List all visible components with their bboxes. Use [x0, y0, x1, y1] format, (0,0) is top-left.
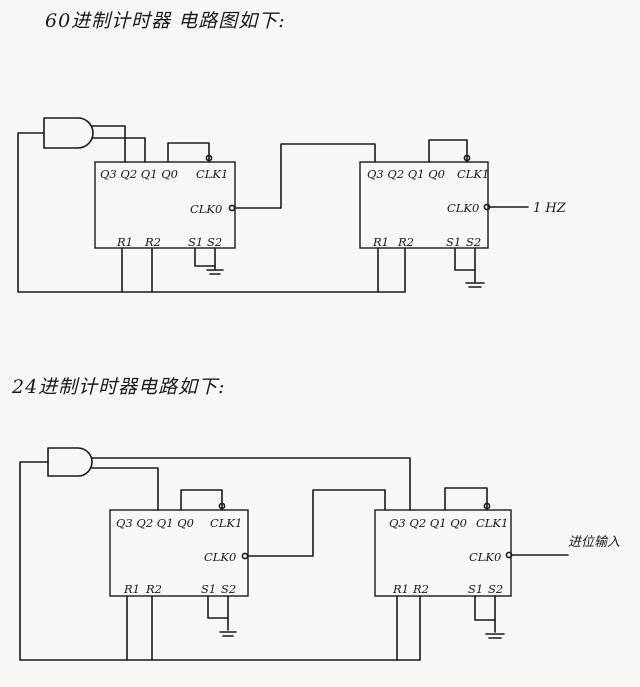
- chip24h-r2-label: R2: [145, 582, 162, 596]
- counter24-title: 24进制计时器电路如下:: [12, 376, 226, 398]
- chip60l-q-labels: Q3 Q2 Q1 Q0: [367, 167, 445, 181]
- chip60l-s1-label: S1: [446, 235, 461, 249]
- counter60-high-chip: [94, 161, 236, 249]
- chip60h-r2-label: R2: [144, 235, 161, 249]
- chip60h-s1-label: S1: [188, 235, 203, 249]
- chip24h-clk1-label: CLK1: [210, 516, 242, 530]
- chip60h-clk0-label: CLK0: [190, 202, 222, 216]
- and-gate-60: [43, 117, 94, 149]
- chip60h-clk1-label: CLK1: [196, 167, 228, 181]
- chip24l-s1-label: S1: [468, 582, 483, 596]
- chip24l-s2-label: S2: [488, 582, 503, 596]
- chip60l-r2-label: R2: [397, 235, 414, 249]
- counter24-high-chip: [109, 509, 249, 597]
- chip60l-s2-label: S2: [466, 235, 481, 249]
- chip24l-r2-label: R2: [412, 582, 429, 596]
- chip60l-r1-label: R1: [372, 235, 389, 249]
- chip60l-clk1-label: CLK1: [457, 167, 489, 181]
- chip24h-r1-label: R1: [123, 582, 140, 596]
- chip24l-r1-label: R1: [392, 582, 409, 596]
- chip24h-q-labels: Q3 Q2 Q1 Q0: [116, 516, 194, 530]
- counter24-circuit: Q3 Q2 Q1 Q0 CLK1 CLK0 R1 R2 S1 S2 Q3 Q2 …: [19, 447, 620, 661]
- and-gate-24: [47, 447, 93, 477]
- chip60h-r1-label: R1: [116, 235, 133, 249]
- chip60l-clk0-label: CLK0: [447, 201, 479, 215]
- chip24l-clk0-label: CLK0: [469, 550, 501, 564]
- counter60-title: 60进制计时器 电路图如下:: [45, 10, 286, 32]
- chip24h-s1-label: S1: [201, 582, 216, 596]
- chip24h-s2-label: S2: [221, 582, 236, 596]
- counter60-circuit: Q3 Q2 Q1 Q0 CLK1 CLK0 R1 R2 S1 S2 Q3 Q2 …: [17, 117, 567, 293]
- chip60h-q-labels: Q3 Q2 Q1 Q0: [100, 167, 178, 181]
- input-1hz-label: 1 HZ: [533, 201, 567, 216]
- chip24h-clk0-label: CLK0: [204, 550, 236, 564]
- chip24l-clk1-label: CLK1: [476, 516, 508, 530]
- carry-input-label: 进位输入: [568, 534, 620, 550]
- chip24l-q-labels: Q3 Q2 Q1 Q0: [389, 516, 467, 530]
- chip60h-s2-label: S2: [207, 235, 222, 249]
